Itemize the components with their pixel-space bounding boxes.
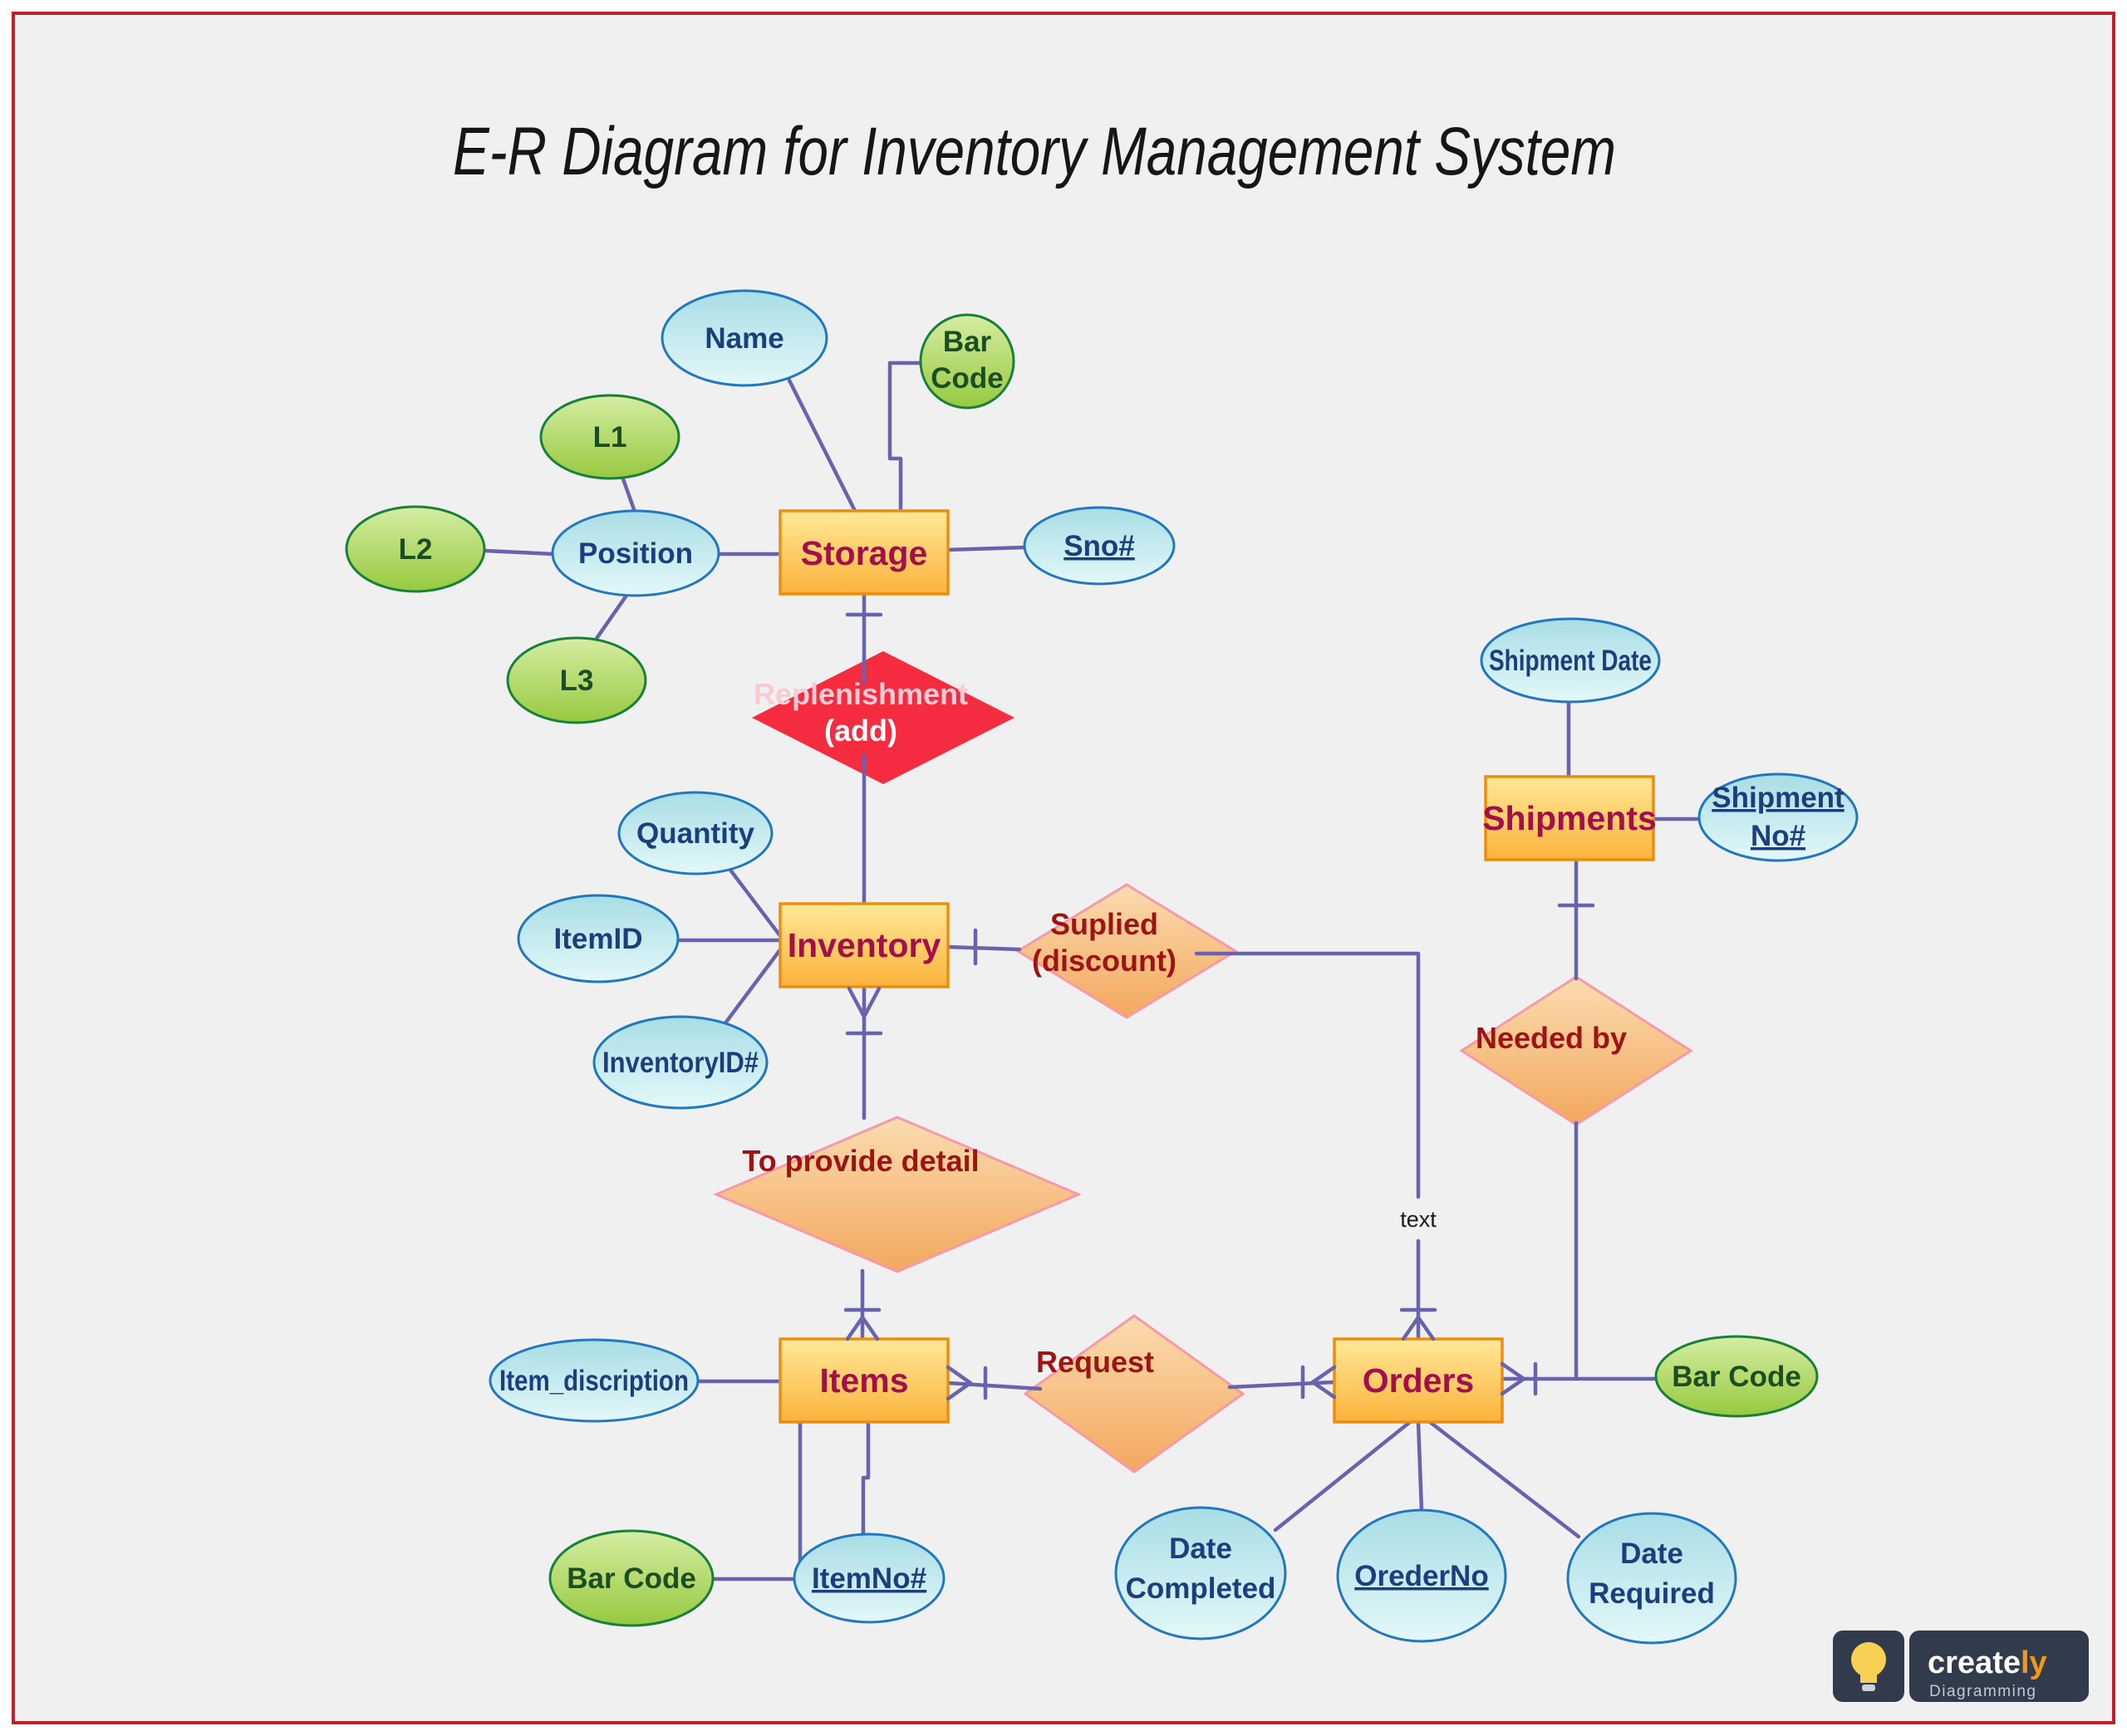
attribute-date-completed[interactable]: [1114, 1506, 1287, 1640]
entity-orders-label: Orders: [1363, 1361, 1474, 1400]
logo-tagline: Diagramming: [1929, 1683, 2036, 1700]
relationship-shapes: [713, 651, 1693, 1474]
attribute-bar-code-orders-label: Bar Code: [1672, 1361, 1801, 1393]
attribute-l1[interactable]: [539, 394, 680, 480]
attribute-itemno-label: ItemNo#: [812, 1562, 926, 1595]
attribute-name-label: Name: [705, 322, 784, 355]
attribute-l3-label: L3: [560, 664, 594, 697]
connector-l2-position: [482, 548, 556, 557]
relationship-to-provide-detail-label: To provide detail: [742, 1144, 979, 1178]
relationship-suplied[interactable]: [1015, 883, 1238, 1019]
attribute-item-discription[interactable]: [489, 1338, 700, 1423]
attribute-orederno[interactable]: [1336, 1508, 1507, 1643]
lightbulb-icon: [1851, 1642, 1886, 1677]
entity-orders[interactable]: [1333, 1337, 1504, 1424]
connector-barcode-storage: [887, 360, 926, 513]
attribute-l2-label: L2: [399, 533, 433, 566]
many-mark-inventory-bottom: [847, 986, 882, 1019]
relationship-needed-by-label: Needed by: [1476, 1021, 1627, 1055]
attribute-bar-code-items[interactable]: [548, 1529, 715, 1627]
entity-items-label: Items: [819, 1361, 908, 1400]
attribute-shipment-date-label: Shipment Date: [1489, 645, 1652, 677]
connector-orders-datecompleted: [1273, 1420, 1412, 1532]
relationship-suplied-label: Suplied(discount): [1032, 907, 1176, 978]
connector-orders-daterequired: [1427, 1420, 1581, 1539]
connector-orders-orederno: [1416, 1420, 1424, 1513]
labels: Storage Inventory Shipments Items Orders…: [399, 322, 1845, 1610]
connector-inventoryid-inventory: [722, 946, 784, 1027]
many-mark-orders-right: [1500, 1361, 1526, 1396]
cardinality-marks: [843, 612, 1595, 1401]
attribute-shipment-date[interactable]: [1480, 617, 1661, 704]
attribute-itemno[interactable]: [793, 1532, 946, 1624]
attribute-itemid-label: ItemID: [554, 923, 643, 955]
attribute-item-discription-label: Item_discription: [499, 1365, 689, 1397]
entity-storage[interactable]: [779, 509, 950, 596]
attribute-position[interactable]: [551, 509, 720, 597]
creately-logo[interactable]: creately Diagramming: [1833, 1631, 2089, 1702]
connector-quantity-inventory: [727, 866, 784, 939]
relationship-replenishment[interactable]: [752, 651, 1014, 784]
page-frame: [12, 12, 2115, 1724]
entity-items[interactable]: [779, 1337, 950, 1424]
lightbulb-base: [1862, 1685, 1875, 1691]
connector-inventory-suplied: [946, 944, 1022, 952]
attribute-sno[interactable]: [1023, 506, 1176, 586]
relationship-request-label: Request: [1036, 1345, 1154, 1379]
attribute-sno-label: Sno#: [1064, 530, 1135, 562]
lightbulb-neck: [1860, 1668, 1877, 1683]
attribute-name[interactable]: [661, 289, 828, 387]
relationship-request[interactable]: [1023, 1314, 1245, 1474]
logo-brand-text: creately: [1928, 1645, 2047, 1680]
attribute-shapes: [345, 289, 1859, 1645]
attribute-orederno-label: OrederNo: [1354, 1560, 1488, 1592]
attribute-itemid[interactable]: [517, 894, 680, 983]
attribute-l3[interactable]: [506, 636, 647, 724]
relationship-replenishment-label: Replenishment(add): [754, 677, 968, 748]
connector-l1-position: [620, 474, 637, 514]
attribute-position-label: Position: [578, 537, 693, 570]
connectors: [482, 360, 1703, 1582]
logo-text-tile: [1909, 1631, 2089, 1702]
attribute-shipment-no[interactable]: [1697, 772, 1859, 862]
attribute-l1-label: L1: [593, 421, 627, 454]
page-title: E-R Diagram for Inventory Management Sys…: [453, 114, 1616, 189]
attribute-quantity[interactable]: [617, 791, 774, 875]
many-mark-orders-left: [1310, 1365, 1337, 1400]
relationship-to-provide-detail[interactable]: [713, 1116, 1082, 1273]
entity-inventory[interactable]: [779, 902, 950, 988]
entity-shapes: [779, 509, 1655, 1424]
connector-items-request: [946, 1380, 1043, 1391]
many-mark-items-top: [845, 1315, 880, 1341]
entity-shipments-label: Shipments: [1482, 799, 1657, 837]
many-mark-orders-top: [1401, 1315, 1436, 1341]
attribute-bar-code-orders[interactable]: [1654, 1335, 1819, 1418]
connector-storage-sno: [946, 545, 1028, 552]
connector-items-itemno: [861, 1420, 871, 1537]
attribute-inventoryid[interactable]: [592, 1015, 769, 1110]
attribute-l2[interactable]: [345, 505, 486, 593]
attribute-quantity-label: Quantity: [636, 817, 754, 850]
many-mark-items-right: [946, 1365, 973, 1401]
attribute-inventoryid-label: InventoryID#: [602, 1047, 759, 1079]
entity-shipments[interactable]: [1484, 775, 1655, 861]
connector-text-label: text: [1400, 1207, 1437, 1232]
attribute-bar-code-top[interactable]: [919, 313, 1015, 409]
attribute-date-required[interactable]: [1566, 1512, 1737, 1645]
entity-storage-label: Storage: [801, 534, 928, 572]
connector-l3-position: [593, 591, 631, 642]
entity-inventory-label: Inventory: [788, 926, 941, 964]
connector-name-storage: [787, 378, 857, 513]
attribute-bar-code-items-label: Bar Code: [567, 1562, 696, 1595]
connector-suplied-orders-upper: [1194, 951, 1421, 1199]
